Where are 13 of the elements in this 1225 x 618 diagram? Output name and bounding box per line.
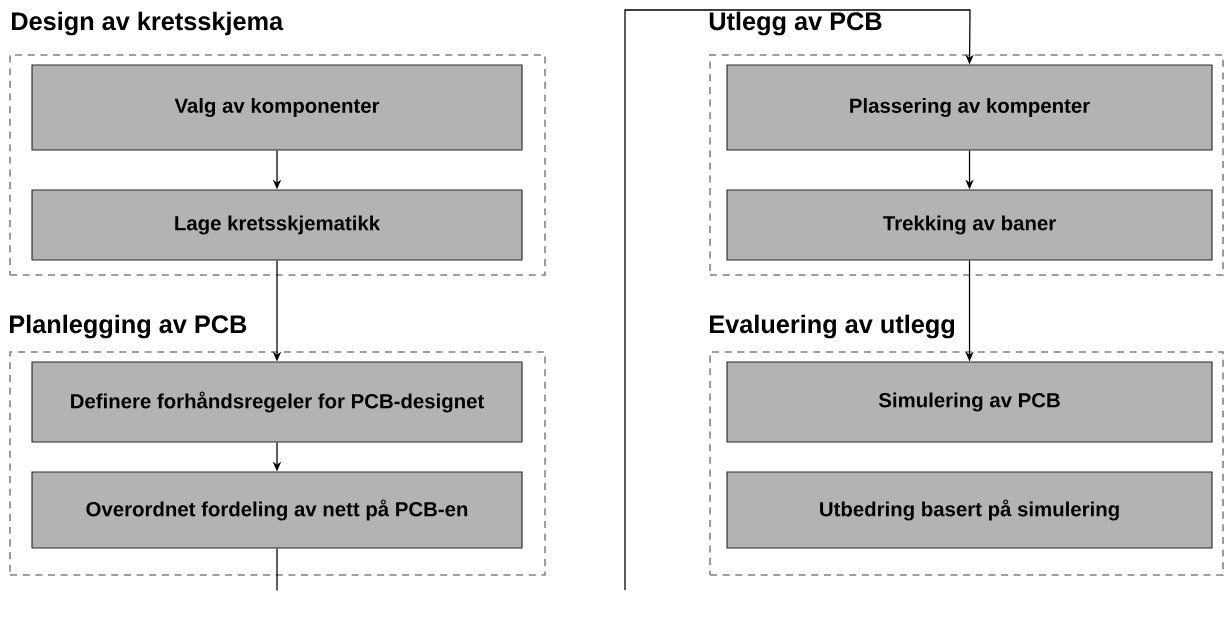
- process-box: Overordnet fordeling av nett på PCB-en: [31, 471, 523, 549]
- group-heading: Evaluering av utlegg: [710, 314, 955, 339]
- group-heading: Planlegging av PCB: [10, 314, 247, 339]
- process-box: Definere forhåndsregeler for PCB-designet: [31, 361, 523, 443]
- process-box: Plassering av kompenter: [726, 64, 1213, 151]
- process-box: Lage kretsskjematikk: [31, 189, 523, 261]
- arrow: [624, 9, 974, 591]
- process-box: Simulering av PCB: [726, 361, 1213, 443]
- group-heading: Design av kretsskjema: [12, 11, 284, 36]
- process-box: Valg av komponenter: [31, 64, 523, 151]
- process-box: Utbedring basert på simulering: [726, 471, 1213, 549]
- process-box: Trekking av baner: [726, 189, 1213, 261]
- group-heading: Utlegg av PCB: [709, 11, 882, 36]
